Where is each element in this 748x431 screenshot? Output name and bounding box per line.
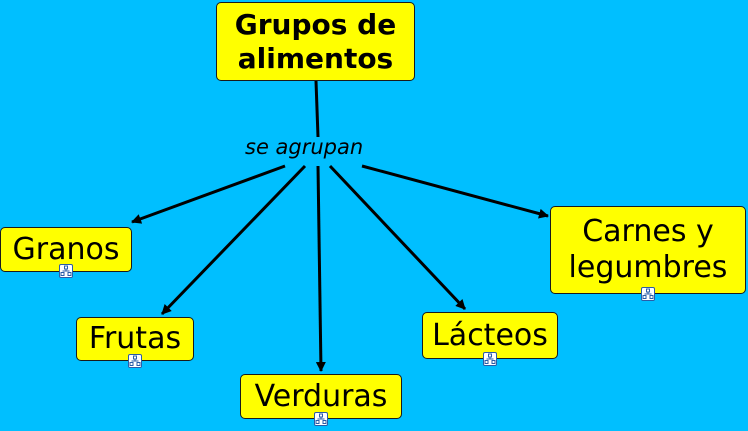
concept-map-resource-icon[interactable] (483, 352, 497, 366)
concept-carnes-y-legumbres[interactable]: Carnes y legumbres (550, 206, 746, 294)
concept-verduras[interactable]: Verduras (240, 374, 402, 419)
linking-phrase-se-agrupan[interactable]: se agrupan (245, 135, 364, 159)
link-phrase-to-verduras (315, 165, 326, 372)
concept-map-resource-icon[interactable] (641, 287, 655, 301)
link-phrase-to-frutas (160, 164, 307, 316)
concept-label-line1: Grupos de (234, 8, 397, 42)
concept-map-resource-icon[interactable] (314, 412, 328, 426)
link-root-to-phrase (314, 80, 320, 138)
concept-map-resource-icon[interactable] (59, 264, 73, 278)
concept-map-resource-icon[interactable] (128, 354, 142, 368)
link-phrase-to-granos (131, 164, 286, 224)
link-phrase-to-carnes (361, 164, 549, 219)
concept-label: Granos (12, 231, 120, 267)
concept-label-line1: Carnes y (582, 214, 714, 249)
concept-frutas[interactable]: Frutas (76, 317, 194, 361)
concept-granos[interactable]: Granos (0, 227, 132, 272)
concept-label-line2: alimentos (237, 41, 394, 75)
concept-label: Lácteos (432, 317, 548, 353)
concept-label: Frutas (88, 321, 182, 356)
link-phrase-to-lacteos (328, 164, 467, 311)
concept-grupos-de-alimentos[interactable]: Grupos de alimentos (216, 2, 415, 81)
concept-label: Verduras (254, 378, 388, 414)
concept-label-line2: legumbres (568, 250, 728, 285)
